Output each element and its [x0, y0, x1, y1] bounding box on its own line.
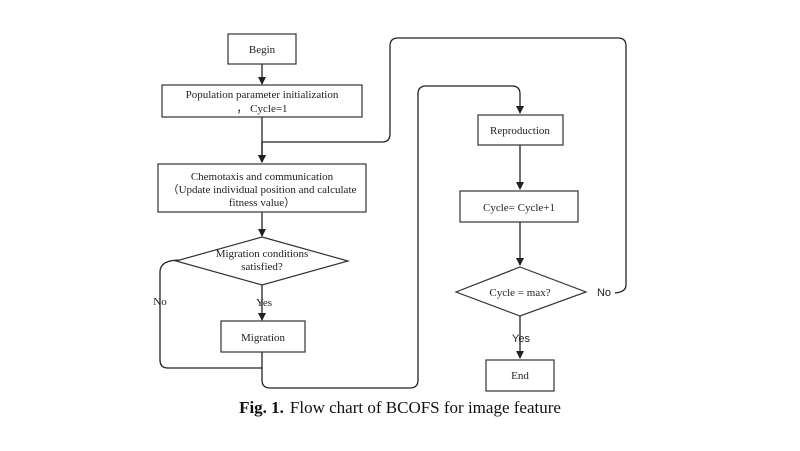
node-migration-condition-line2: satisfied? — [241, 261, 283, 273]
figure-caption-label: Fig. 1. — [239, 398, 284, 417]
edges — [159, 37, 627, 389]
node-cycle-increment-label: Cycle= Cycle+1 — [483, 202, 555, 214]
edge-label-migration-no: No — [153, 296, 167, 308]
node-reproduction: Reproduction — [477, 114, 564, 146]
node-cycle-max-label: Cycle = max? — [489, 287, 550, 299]
figure-caption: Fig. 1. Flow chart of BCOFS for image fea… — [0, 398, 800, 418]
node-migration-label: Migration — [241, 332, 285, 344]
node-migration: Migration — [220, 320, 306, 353]
node-migration-condition: Migration conditions satisfied? — [173, 236, 351, 286]
node-chemotaxis: Chemotaxis and communication （Update ind… — [157, 163, 367, 213]
node-begin-label: Begin — [249, 44, 276, 56]
node-chemotaxis-label-line1: Chemotaxis and communication — [191, 171, 334, 183]
node-migration-condition-line1: Migration conditions — [216, 248, 309, 260]
node-init-label-line1: Population parameter initialization — [186, 89, 339, 101]
node-chemotaxis-label-line3: fitness value） — [229, 196, 295, 209]
node-cycle-increment: Cycle= Cycle+1 — [459, 190, 579, 223]
node-end: End — [485, 359, 555, 392]
node-reproduction-label: Reproduction — [490, 125, 550, 137]
edge-label-cyclemax-yes: Yes — [512, 333, 530, 345]
edge-migration-to-reproduction — [261, 85, 524, 389]
edge-migcond-no-loop — [159, 259, 262, 369]
node-init: Population parameter initialization ， Cy… — [161, 84, 363, 118]
node-end-label: End — [511, 370, 529, 382]
edge-cyclemax-no-loop — [258, 37, 627, 294]
node-chemotaxis-label-line2: （Update individual position and calculat… — [168, 183, 357, 196]
edge-label-migration-yes: Yes — [256, 297, 272, 309]
node-begin: Begin — [227, 33, 297, 65]
figure-caption-text: Flow chart of BCOFS for image feature — [289, 398, 561, 417]
node-init-label-line2: ， Cycle=1 — [236, 103, 287, 115]
node-cycle-max: Cycle = max? — [454, 266, 588, 317]
edge-label-cyclemax-no: No — [597, 287, 611, 299]
